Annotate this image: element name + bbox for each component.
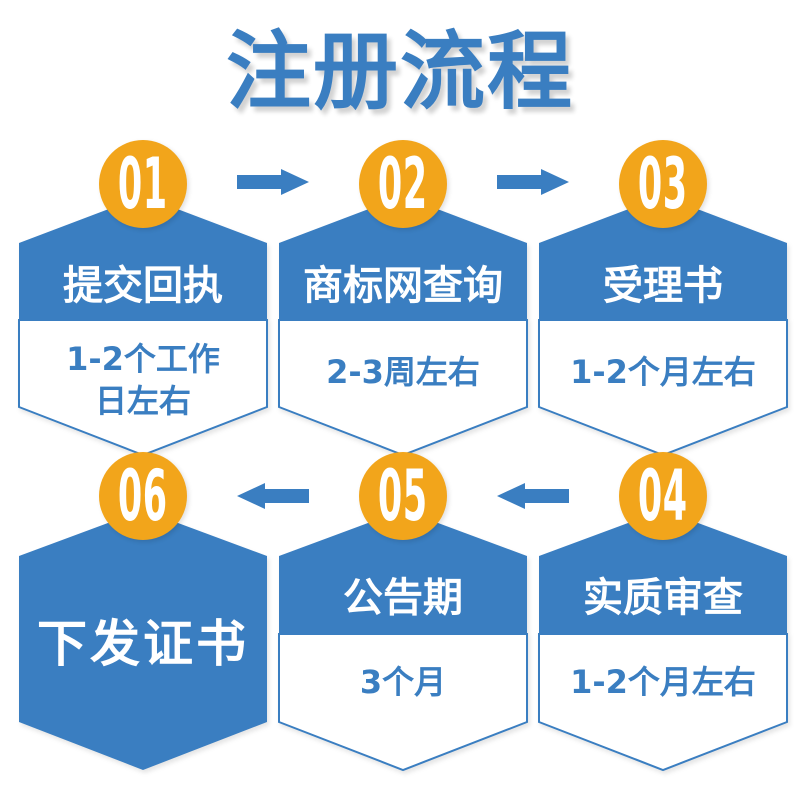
step-duration-04: 1-2个月左右 <box>539 661 787 703</box>
step-title-04: 实质审查 <box>583 575 743 621</box>
hexagon-bottom-section <box>278 633 528 772</box>
duration-line: 2-3周左右 <box>326 353 480 391</box>
step-number-badge-05: 05 <box>359 452 447 540</box>
step-title-02: 商标网查询 <box>303 263 503 309</box>
step-number-text: 05 <box>378 455 428 537</box>
duration-line: 3个月 <box>359 663 447 701</box>
hexagon-step-06 <box>19 510 267 770</box>
hexagon-step-01 <box>18 196 268 457</box>
step-title-03: 受理书 <box>603 263 723 309</box>
duration-line: 1-2个月左右 <box>570 663 756 701</box>
hexagon-top-section <box>279 196 527 320</box>
hexagon-top-section <box>19 196 267 320</box>
step-title-06: 下发证书 <box>37 615 249 673</box>
hexagon-bottom-section <box>538 633 788 772</box>
hexagon-bottom-section <box>278 319 528 457</box>
hexagon-bottom-section <box>18 319 268 457</box>
hexagon-step-02 <box>278 196 528 457</box>
duration-line: 日左右 <box>94 382 191 420</box>
page-title: 注册流程 <box>225 23 574 122</box>
step-duration-03: 1-2个月左右 <box>539 351 787 393</box>
step-number-text: 02 <box>378 143 428 225</box>
hexagon-step-05 <box>278 510 528 772</box>
step-duration-02: 2-3周左右 <box>279 351 527 393</box>
step-number-badge-03: 03 <box>619 140 707 228</box>
hexagon-step-04 <box>538 510 788 772</box>
hexagon-bottom-section <box>538 319 788 457</box>
step-number-text: 01 <box>118 143 168 225</box>
step-title-01: 提交回执 <box>63 263 223 309</box>
step-number-badge-04: 04 <box>619 452 707 540</box>
duration-line: 1-2个工作 <box>66 340 220 378</box>
step-title-05: 公告期 <box>343 575 463 621</box>
arrow-right-icon <box>497 169 569 195</box>
hexagon-top-section <box>279 510 527 634</box>
arrow-right-icon <box>237 169 309 195</box>
step-number-text: 03 <box>638 143 688 225</box>
hexagon-top-section <box>539 196 787 320</box>
hexagon-step-03 <box>538 196 788 457</box>
hexagon-top-section <box>539 510 787 634</box>
arrow-left-icon <box>497 483 569 509</box>
step-number-text: 04 <box>638 455 688 537</box>
step-duration-01: 1-2个工作 日左右 <box>19 338 267 422</box>
step-number-text: 06 <box>118 455 168 537</box>
arrow-left-icon <box>237 483 309 509</box>
hexagon-full-section <box>19 510 267 770</box>
step-number-badge-01: 01 <box>99 140 187 228</box>
step-duration-05: 3个月 <box>279 661 527 703</box>
step-number-badge-06: 06 <box>99 452 187 540</box>
duration-line: 1-2个月左右 <box>570 353 756 391</box>
step-number-badge-02: 02 <box>359 140 447 228</box>
